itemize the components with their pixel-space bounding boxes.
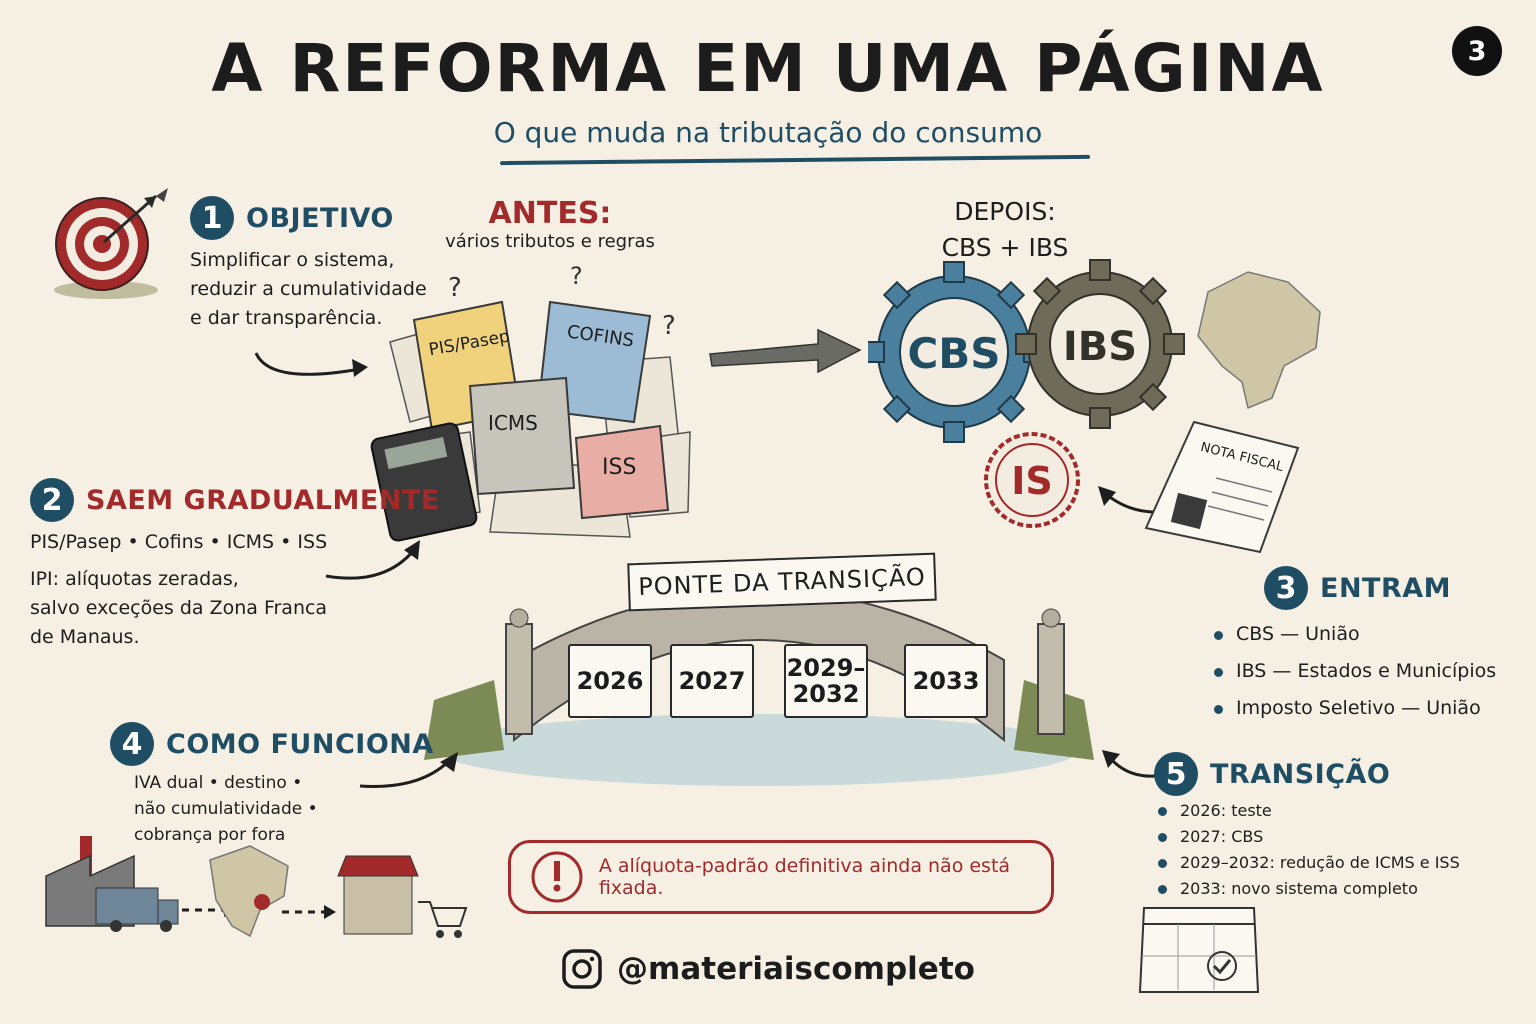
objetivo-line: e dar transparência.	[190, 307, 383, 329]
calendar-check-icon	[1138, 907, 1260, 993]
saem-line: IPI: alíquotas zeradas,	[30, 568, 239, 590]
transicao-item: 2033: novo sistema completo	[1154, 876, 1460, 902]
antes-subtitle: vários tributos e regras	[445, 231, 655, 252]
instagram-icon	[562, 949, 602, 989]
cart-icon	[418, 901, 468, 938]
gear-label: CBS	[907, 329, 1000, 378]
section-objetivo: 1 OBJETIVO Simplificar o sistema, reduzi…	[190, 196, 427, 333]
svg-text:?: ?	[448, 273, 462, 303]
brazil-pin-icon	[209, 845, 289, 938]
section-title: OBJETIVO	[246, 202, 394, 234]
instagram-handle[interactable]: @materiaiscompleto	[617, 951, 975, 987]
truck-icon	[95, 887, 179, 932]
saem-line: de Manaus.	[30, 626, 140, 648]
como-line: IVA dual • destino •	[134, 773, 303, 793]
section-transicao: 5 TRANSIÇÃO 2026: teste 2027: CBS 2029–2…	[1154, 752, 1460, 902]
icms-document: ICMS	[468, 376, 576, 496]
year-card-2029-2032: 2029– 2032	[784, 644, 868, 718]
big-arrow-icon	[709, 328, 862, 374]
page-number-badge: 3	[1452, 26, 1502, 76]
section-title: SAEM GRADUALMENTE	[86, 484, 440, 516]
section-number: 5	[1154, 752, 1198, 796]
calculator-icon	[370, 422, 478, 542]
store-icon	[337, 855, 419, 935]
transicao-item: 2027: CBS	[1154, 824, 1460, 850]
supply-chain-illustration	[45, 836, 468, 938]
exclamation-icon	[531, 851, 583, 903]
gear-label: IBS	[1063, 324, 1137, 370]
entram-item: CBS — União	[1210, 616, 1496, 653]
year-card-2033: 2033	[904, 644, 988, 718]
saem-line: salvo exceções da Zona Franca	[30, 597, 328, 619]
ibs-gear: IBS	[1015, 259, 1185, 429]
arrow-left-icon	[1102, 750, 1157, 778]
paper-pile-illustration: PIS/Pasep COFINS ICMS ISS ? ? ?	[370, 262, 691, 542]
section-title: ENTRAM	[1320, 572, 1452, 604]
saem-list: PIS/Pasep • Cofins • ICMS • ISS	[30, 531, 328, 553]
section-number: 1	[190, 196, 234, 240]
section-title: COMO FUNCIONA	[166, 728, 434, 760]
bridge-illustration	[424, 600, 1094, 786]
iss-document: ISS	[574, 424, 670, 520]
cbs-gear: CBS	[868, 261, 1045, 443]
section-number: 2	[30, 478, 74, 522]
footer: @materiaiscompleto	[0, 948, 1536, 990]
doc-label: ISS	[602, 455, 636, 480]
year-card-2027: 2027	[670, 644, 754, 718]
section-entram: 3 ENTRAM CBS — União IBS — Estados e Mun…	[1210, 566, 1496, 727]
objetivo-line: Simplificar o sistema,	[190, 249, 395, 271]
gears-illustration: CBS IBS	[868, 259, 1185, 443]
antes-block: ANTES: vários tributos e regras	[410, 196, 690, 252]
subtitle-underline	[499, 154, 1091, 166]
seal-label: IS	[1011, 459, 1053, 503]
section-como-funciona: 4 COMO FUNCIONA IVA dual • destino • não…	[110, 722, 434, 848]
entram-item: Imposto Seletivo — União	[1210, 690, 1496, 727]
depois-subtitle: CBS + IBS	[941, 233, 1069, 262]
svg-text:?: ?	[662, 311, 676, 341]
nota-fiscal-receipt: NOTA FISCAL	[1144, 420, 1300, 554]
transicao-item: 2029–2032: redução de ICMS e ISS	[1154, 850, 1460, 876]
objetivo-line: reduzir a cumulatividade	[190, 278, 427, 300]
antes-title: ANTES:	[488, 196, 612, 231]
curved-arrow-icon	[359, 752, 458, 788]
is-seal: IS	[984, 432, 1080, 528]
target-icon	[54, 188, 168, 299]
section-number: 4	[110, 722, 154, 766]
depois-block: DEPOIS: CBS + IBS	[920, 194, 1090, 266]
depois-title: DEPOIS:	[954, 197, 1056, 226]
como-line: não cumulatividade •	[134, 799, 318, 819]
section-title: TRANSIÇÃO	[1210, 758, 1391, 790]
como-line: cobrança por fora	[134, 825, 286, 845]
curved-arrow-icon	[325, 540, 420, 580]
page-subtitle: O que muda na tributação do consumo	[493, 116, 1043, 149]
qr-code-icon	[1170, 492, 1208, 530]
alert-text: A alíquota-padrão definitiva ainda não e…	[598, 855, 1011, 899]
svg-text:?: ?	[570, 262, 583, 290]
section-number: 3	[1264, 566, 1308, 610]
curved-arrow-icon	[254, 352, 368, 377]
alert-box: A alíquota-padrão definitiva ainda não e…	[508, 840, 1054, 914]
transicao-item: 2026: teste	[1154, 798, 1460, 824]
page-title: A REFORMA EM UMA PÁGINA	[211, 30, 1325, 107]
doc-label: ICMS	[488, 411, 538, 435]
year-card-2026: 2026	[568, 644, 652, 718]
entram-item: IBS — Estados e Municípios	[1210, 653, 1496, 690]
section-saem: 2 SAEM GRADUALMENTE PIS/Pasep • Cofins •…	[30, 478, 440, 652]
brazil-map-icon	[1197, 271, 1321, 410]
